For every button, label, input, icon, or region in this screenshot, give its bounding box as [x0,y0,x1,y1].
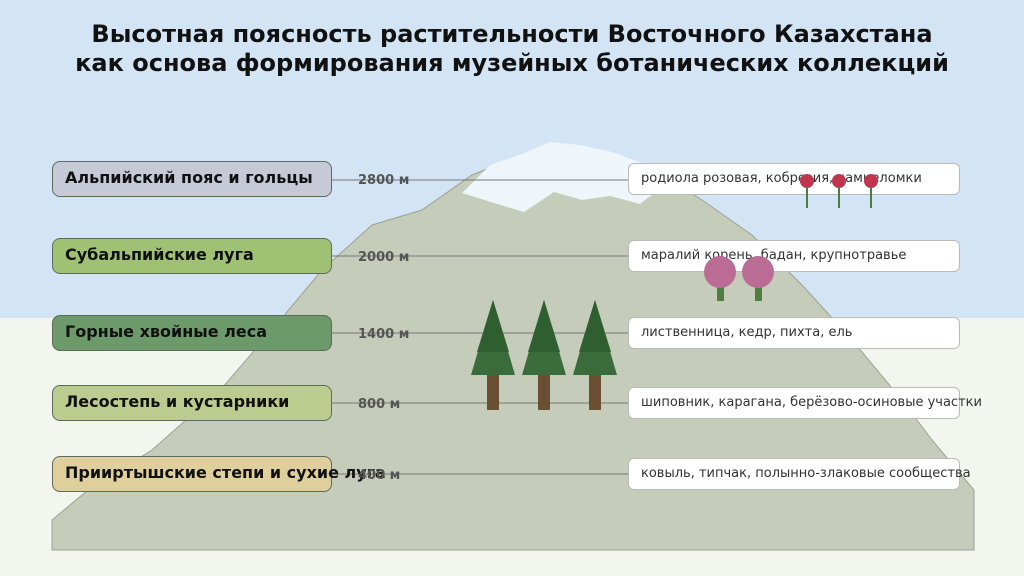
plants-box-forest-steppe: шиповник, карагана, берёзово-осиновые уч… [628,387,982,419]
title-line-1: Высотная поясность растительности Восточ… [91,20,933,48]
zone-label-forest-steppe: Лесостепь и кустарники [52,385,332,421]
zone-label-conifer: Горные хвойные леса [52,315,332,351]
zone-label-alpine: Альпийский пояс и гольцы [52,161,332,197]
plants-box-subalpine: маралий корень, бадан, крупнотравье [628,240,960,272]
conifer-tree-icon [471,300,515,410]
zone-label-subalpine: Субальпийские луга [52,238,332,274]
conifer-tree-icon [522,300,566,410]
conifer-tree-icon [573,300,617,410]
zone-label-steppe: Прииртышские степи и сухие луга [52,456,386,492]
plants-box-steppe: ковыль, типчак, полынно-злаковые сообщес… [628,458,971,490]
plants-box-conifer: лиственница, кедр, пихта, ель [628,317,960,349]
snow-cap [462,142,665,212]
altitude-label-conifer: 1400 м [358,327,410,342]
altitude-label-steppe: 400 м [358,468,401,483]
page-title: Высотная поясность растительности Восточ… [0,20,1024,78]
altitude-label-alpine: 2800 м [358,173,410,188]
title-line-2: как основа формирования музейных ботанич… [75,49,949,77]
altitude-label-subalpine: 2000 м [358,250,410,265]
altitude-label-forest-steppe: 800 м [358,397,401,412]
plants-box-alpine: родиола розовая, кобрезия, камнеломки [628,163,960,195]
